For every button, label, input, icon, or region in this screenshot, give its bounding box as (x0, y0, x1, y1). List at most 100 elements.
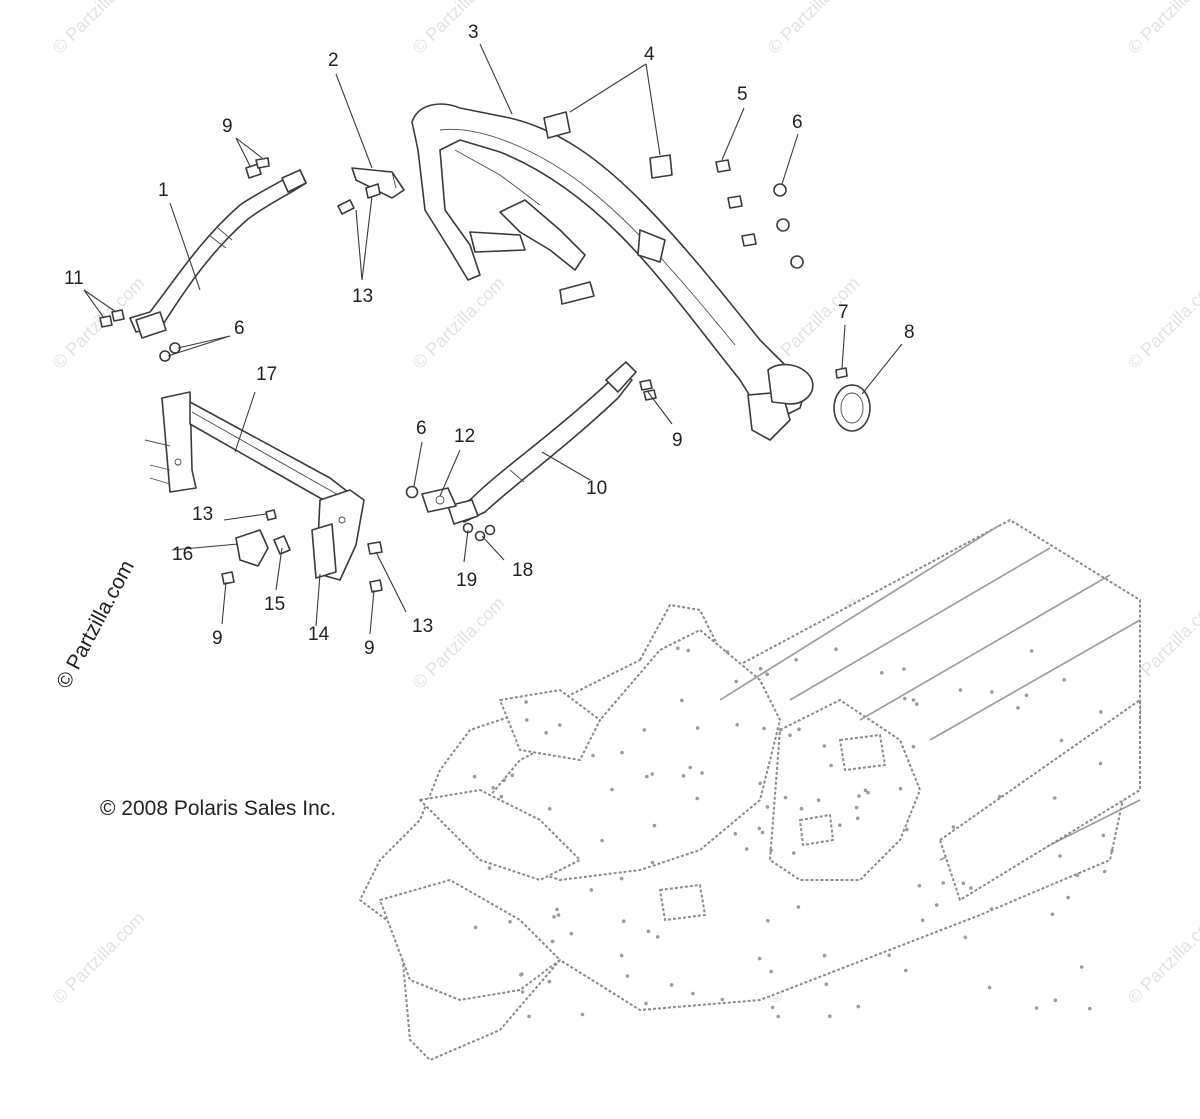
chassis-rivet (525, 718, 529, 722)
callout-10: 10 (586, 478, 607, 499)
part-10-support-tube (447, 361, 637, 525)
chassis-rivet (620, 750, 624, 755)
part-6-nuts (773, 183, 804, 269)
chassis-rivet (499, 794, 504, 799)
part-11-bolts (99, 309, 125, 328)
chassis-rivet (547, 807, 552, 811)
chassis-rivet (1029, 649, 1034, 653)
chassis-rivet (857, 794, 861, 798)
chassis-rivet (1024, 693, 1029, 698)
chassis-rivet (700, 771, 704, 775)
part-1-support-tube (129, 169, 307, 339)
chassis-rivet (491, 786, 496, 790)
chassis-rivet (1052, 796, 1057, 800)
chassis-rivet (591, 753, 595, 758)
chassis-rivet (1110, 849, 1114, 853)
callout-9: 9 (212, 628, 223, 649)
chassis-rivet (646, 929, 651, 934)
chassis-rivet (1079, 965, 1084, 969)
chassis-rivet (510, 773, 515, 777)
chassis-rivet (880, 671, 884, 675)
chassis-rivet (1050, 912, 1055, 917)
chassis-rivet (652, 823, 657, 828)
watermark: © Partzilla.com (49, 0, 149, 58)
chassis-rivet (610, 787, 614, 792)
watermark: © Partzilla.com (1124, 908, 1200, 1008)
part-14-bracket (311, 523, 337, 579)
chassis-rivet (987, 985, 992, 990)
chassis-rivet (720, 997, 725, 1002)
callout-12: 12 (454, 426, 475, 447)
chassis-rivet (794, 658, 798, 662)
chassis-rivet (1058, 854, 1062, 858)
chassis-rivet (788, 733, 792, 737)
watermark: © Partzilla.com (409, 593, 509, 693)
chassis-rivet (1034, 1006, 1039, 1010)
chassis-rivet (1098, 761, 1103, 766)
chassis-rivet (778, 727, 783, 732)
part-16-plate (235, 529, 269, 567)
chassis-rivet (580, 1012, 585, 1017)
chassis-rivet (619, 953, 624, 958)
chassis-rivet (556, 913, 561, 917)
chassis-rivet (642, 728, 647, 732)
callout-14: 14 (308, 624, 330, 645)
part-3-steering-hoop (411, 103, 814, 441)
chassis-rivets (472, 646, 1114, 1019)
chassis-rivet (903, 696, 907, 701)
chassis-rivet (695, 726, 700, 730)
chassis-rivet (735, 723, 739, 727)
chassis-rivet (963, 935, 968, 940)
callout-2: 2 (328, 50, 339, 71)
side-watermark: © Partzilla.com (52, 557, 139, 693)
chassis-rivet (863, 788, 868, 793)
callout-labels: 1 2 3 4 5 6 9 11 6 13 17 7 8 9 10 6 12 1… (64, 22, 915, 659)
chassis-rivet (904, 968, 908, 973)
chassis-rivet (681, 774, 686, 778)
chassis-rivet (791, 851, 796, 855)
part-13-fasteners-upper (337, 183, 381, 215)
chassis-tunnel (359, 519, 1141, 1061)
chassis-rivet (473, 925, 478, 930)
leader-lines (83, 43, 903, 635)
chassis-rivet (969, 886, 973, 890)
chassis-rivet (1088, 1006, 1092, 1011)
part-9-bolts-lower (221, 571, 383, 593)
chassis-rivet (589, 888, 594, 892)
chassis-rivet (552, 915, 556, 919)
chassis-rivet (1102, 869, 1107, 874)
chassis-rivet (934, 903, 939, 907)
chassis-rivet (1099, 710, 1103, 714)
chassis-rivet (502, 778, 506, 782)
chassis-rivet (762, 726, 766, 731)
part-12-plate (421, 487, 457, 513)
callout-4: 4 (644, 44, 655, 65)
chassis-rivet (766, 919, 770, 923)
chassis-rivet (524, 700, 528, 704)
chassis-rivet (758, 666, 763, 671)
chassis-rivet (989, 907, 994, 911)
part-13-fasteners-lower (265, 509, 383, 555)
part-4-pads (543, 111, 673, 179)
chassis-rivet (1066, 895, 1070, 900)
part-18-19-hardware (462, 522, 496, 542)
chassis-rivet (655, 935, 660, 939)
chassis-rivet (941, 881, 945, 885)
part-6-nuts-left (159, 342, 181, 362)
chassis-rivet (520, 990, 525, 994)
chassis-rivet (866, 790, 870, 795)
chassis-rivet (783, 795, 788, 800)
chassis-rivet (1075, 873, 1080, 878)
chassis-rivet (797, 727, 801, 732)
chassis-rivet (760, 830, 765, 835)
chassis-rivet (911, 698, 916, 702)
chassis-rivet (822, 953, 827, 958)
callout-9: 9 (364, 638, 375, 659)
chassis-rivet (669, 983, 674, 987)
chassis-rivet (854, 805, 859, 810)
watermark: © Partzilla.com (49, 908, 149, 1008)
watermark: © Partzilla.com (764, 0, 864, 58)
chassis-rivet (1062, 678, 1066, 682)
chassis-rivet (508, 920, 512, 924)
chassis-rivet (757, 826, 762, 831)
